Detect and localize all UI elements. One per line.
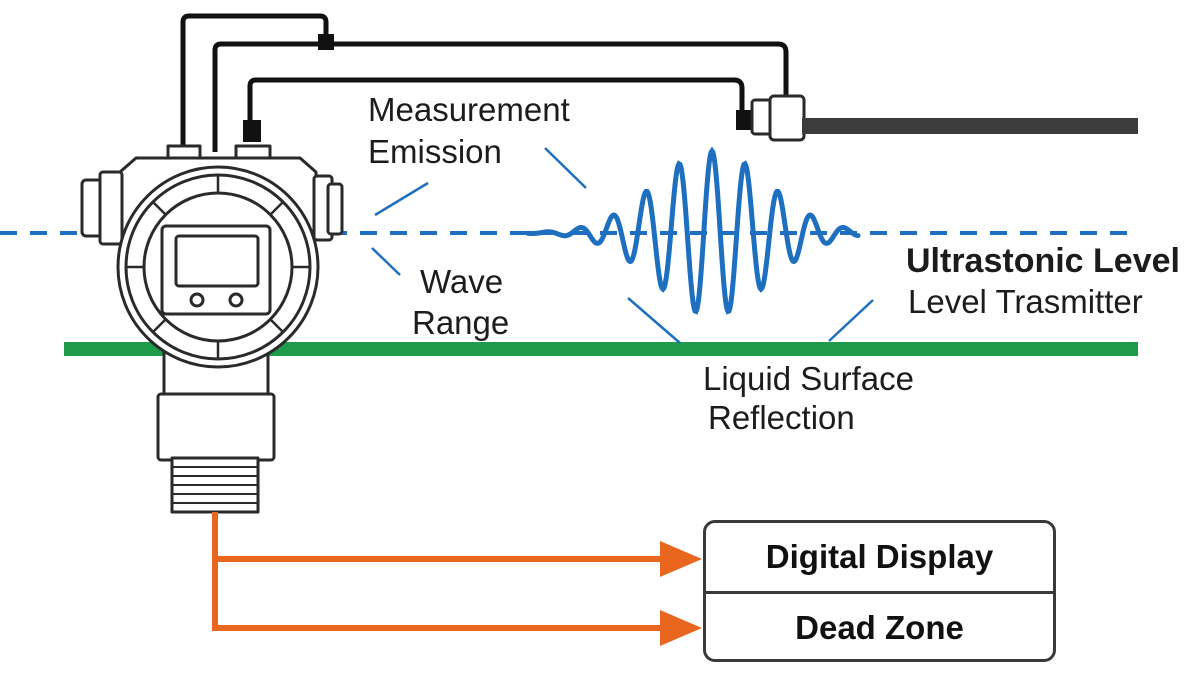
leader-surface-right [828, 299, 874, 342]
leader-emission [374, 181, 429, 217]
label-wave: Wave [420, 263, 504, 300]
cable-connector-icon [750, 94, 806, 142]
digital-display-label: Digital Display [765, 538, 994, 575]
leader-lines [371, 147, 874, 344]
leader-surface-left [627, 297, 681, 344]
output-box: Digital Display Dead Zone [703, 520, 1056, 662]
signal-arrows [212, 512, 702, 646]
output-cable [802, 118, 1138, 134]
diagram-subtitle: Level Trasmitter [908, 283, 1143, 320]
cable-outer [180, 13, 329, 148]
box-divider [706, 591, 1053, 594]
ultrasonic-wave [525, 146, 861, 315]
liquid-surface-line [64, 342, 1138, 356]
leader-wave-range [371, 247, 401, 276]
dead-zone-label: Dead Zone [795, 609, 964, 646]
arrow-head-deadzone [660, 610, 702, 646]
label-reflection: Reflection [708, 399, 855, 436]
label-measurement: Measurement [368, 91, 570, 128]
cable-inner [247, 77, 745, 122]
signal-line [212, 512, 668, 631]
label-range: Range [412, 304, 510, 341]
label-emission: Emission [368, 133, 502, 170]
leader-measurement [544, 147, 587, 189]
cable-middle [212, 41, 789, 152]
arrow-head-display [660, 541, 702, 577]
label-liquid-surface: Liquid Surface [703, 360, 914, 397]
cable-joint [318, 34, 334, 50]
ultrasonic-level-transmitter-icon [80, 144, 344, 514]
cable-plug [243, 120, 261, 142]
cable-group [180, 13, 789, 152]
cable-plug-right [736, 110, 754, 130]
diagram-title: Ultrastonic Level [906, 242, 1180, 280]
lcd-display-icon [160, 224, 272, 316]
